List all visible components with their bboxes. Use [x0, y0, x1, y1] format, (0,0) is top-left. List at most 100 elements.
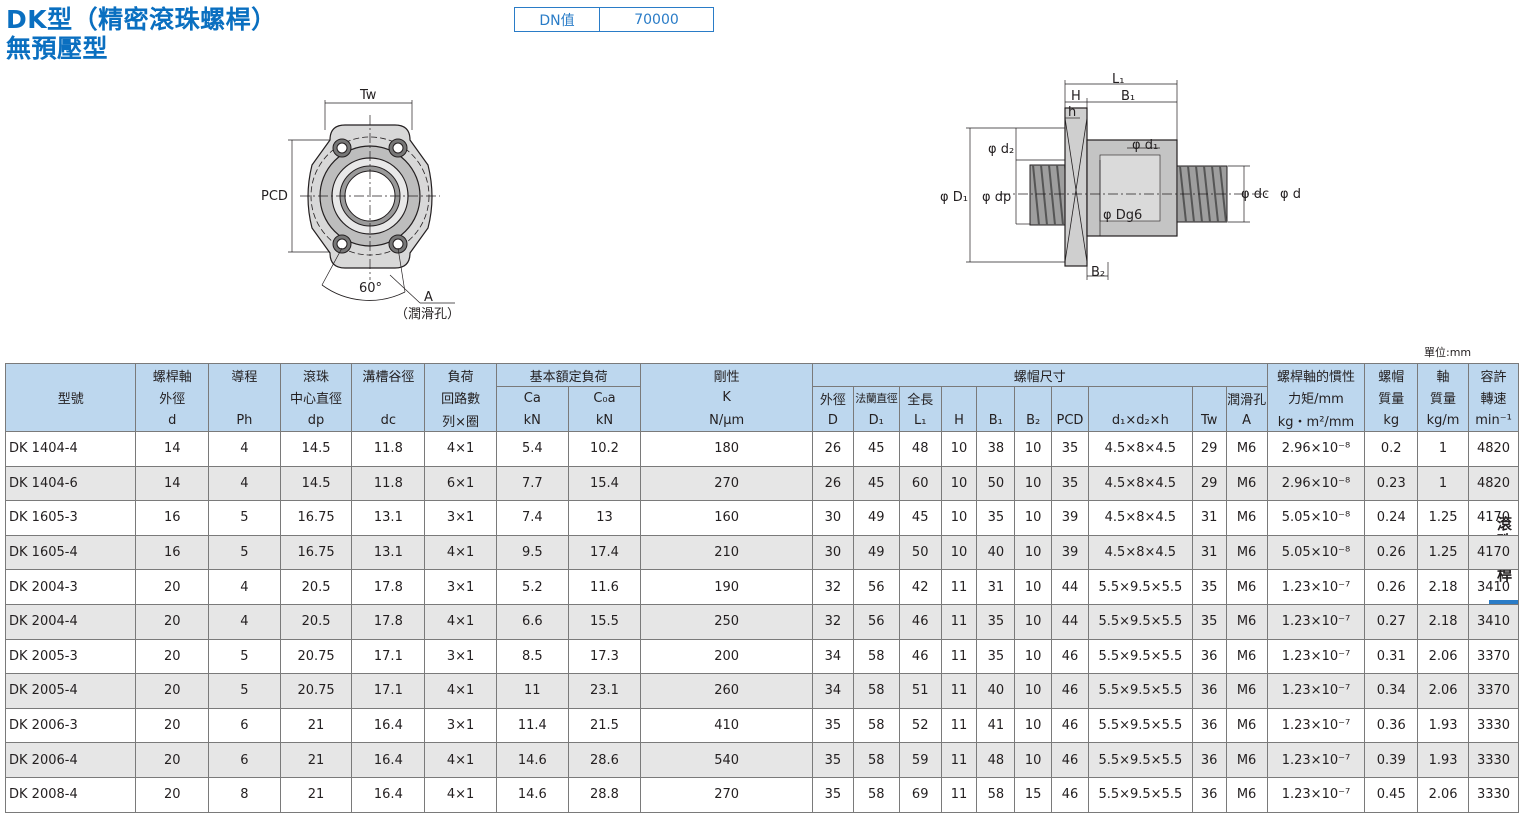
table-cell: 2.06 — [1417, 673, 1469, 709]
table-cell: 0.26 — [1364, 569, 1419, 605]
table-cell: 36 — [1191, 707, 1227, 744]
table-cell: 13.1 — [351, 500, 426, 536]
table-cell: 1.23×10⁻⁷ — [1266, 569, 1366, 605]
table-cell: 16 — [135, 534, 210, 571]
table-cell: 32 — [811, 603, 854, 640]
table-cell: 6 — [208, 742, 281, 778]
table-cell: 8 — [208, 776, 281, 813]
th-ball-1: 滾珠 — [279, 363, 353, 387]
table-cell: 13.1 — [351, 534, 426, 571]
table-cell: 39 — [1051, 534, 1089, 571]
table-cell: 31 — [1191, 500, 1227, 536]
dn-value: 70000 — [634, 11, 679, 28]
table-cell: 35 — [1191, 603, 1227, 640]
th-speed-3: min⁻¹ — [1467, 409, 1519, 432]
table-cell: 10 — [940, 500, 978, 536]
table-cell: 7.4 — [495, 500, 569, 536]
th-basic-rating: 基本額定負荷 — [495, 363, 642, 387]
table-cell: 5.5×9.5×5.5 — [1087, 742, 1193, 778]
table-cell: 21 — [279, 707, 353, 744]
table-cell: 4 — [208, 465, 281, 502]
table-cell: 58 — [852, 776, 900, 813]
table-cell: 10 — [1014, 673, 1053, 709]
table-cell: 3330 — [1467, 742, 1519, 778]
table-cell: 16.75 — [279, 500, 353, 536]
spec-table: 螺桿軸 導程 滾珠 溝槽谷徑 負荷 基本額定負荷 剛性 螺帽尺寸 螺桿軸的慣性 … — [4, 363, 1519, 813]
th-ca-2: kN — [495, 409, 569, 432]
table-cell: 2.96×10⁻⁸ — [1266, 431, 1366, 467]
label-60-deg: 60° — [359, 281, 382, 296]
th-bolt-blank — [1087, 386, 1193, 409]
table-cell: 17.3 — [567, 638, 642, 675]
table-cell: 1.25 — [1417, 534, 1469, 571]
table-cell: 10 — [1014, 707, 1053, 744]
table-cell: 20.75 — [279, 673, 353, 709]
table-cell: 5.05×10⁻⁸ — [1266, 500, 1366, 536]
table-cell: 16 — [135, 500, 210, 536]
table-cell: 39 — [1051, 500, 1089, 536]
table-cell: 10 — [940, 534, 978, 571]
table-cell: 5.5×9.5×5.5 — [1087, 673, 1193, 709]
table-cell: 49 — [852, 500, 900, 536]
title-line-2: 無預壓型 — [6, 34, 109, 63]
th-model-blank — [4, 363, 137, 387]
th-flange-2: D₁ — [852, 409, 900, 432]
table-cell: 11 — [940, 776, 978, 813]
th-inertia-2: 力矩/mm — [1266, 386, 1366, 409]
table-cell: 44 — [1051, 603, 1089, 640]
table-cell: 36 — [1191, 673, 1227, 709]
dn-value-box: DN值 70000 — [514, 7, 714, 32]
table-cell: 0.23 — [1364, 465, 1419, 502]
th-shaft-mass-3: kg/m — [1417, 409, 1469, 432]
table-cell: 410 — [640, 707, 813, 744]
table-cell: 20 — [135, 569, 210, 605]
th-root-blank — [351, 386, 426, 409]
th-lead-2: Ph — [208, 409, 281, 432]
th-speed-1: 容許 — [1467, 363, 1519, 387]
table-cell: 1.93 — [1417, 707, 1469, 744]
table-cell: 26 — [811, 465, 854, 502]
th-inertia-1: 螺桿軸的慣性 — [1266, 363, 1366, 387]
table-cell: 4820 — [1467, 431, 1519, 467]
table-cell: 16.4 — [351, 742, 426, 778]
table-cell: 50 — [898, 534, 942, 571]
table-cell: M6 — [1225, 465, 1268, 502]
table-cell: 46 — [898, 638, 942, 675]
label-d: φ d — [1280, 187, 1301, 202]
table-cell: 35 — [976, 500, 1016, 536]
table-cell: 69 — [898, 776, 942, 813]
cell-model: DK 2004-3 — [4, 569, 137, 605]
table-cell: 5.2 — [495, 569, 569, 605]
technical-drawing: Tw PCD 60° A （潤滑孔） — [261, 72, 1301, 322]
table-cell: 6×1 — [424, 465, 497, 502]
th-nut-od-1: 外徑 — [811, 386, 854, 409]
table-cell: 5 — [208, 673, 281, 709]
th-ball-3: dp — [279, 409, 353, 432]
table-cell: 20.5 — [279, 569, 353, 605]
label-h: H — [1071, 89, 1081, 104]
table-cell: 0.26 — [1364, 534, 1419, 571]
table-cell: 45 — [852, 431, 900, 467]
table-cell: 4×1 — [424, 742, 497, 778]
table-cell: 0.31 — [1364, 638, 1419, 675]
table-cell: 4.5×8×4.5 — [1087, 431, 1193, 467]
table-cell: M6 — [1225, 534, 1268, 571]
cell-model: DK 2008-4 — [4, 776, 137, 813]
table-cell: 21 — [279, 742, 353, 778]
table-cell: 29 — [1191, 431, 1227, 467]
table-cell: 160 — [640, 500, 813, 536]
table-cell: 16.75 — [279, 534, 353, 571]
th-b2: B₂ — [1014, 409, 1053, 432]
table-header: 螺桿軸 導程 滾珠 溝槽谷徑 負荷 基本額定負荷 剛性 螺帽尺寸 螺桿軸的慣性 … — [4, 363, 1519, 432]
table-cell: 2.96×10⁻⁸ — [1266, 465, 1366, 502]
th-coa-2: kN — [567, 409, 642, 432]
table-cell: 3410 — [1467, 569, 1519, 605]
table-cell: 1.23×10⁻⁷ — [1266, 638, 1366, 675]
table-cell: 35 — [1051, 465, 1089, 502]
table-cell: 26 — [811, 431, 854, 467]
table-cell: 14 — [135, 465, 210, 502]
